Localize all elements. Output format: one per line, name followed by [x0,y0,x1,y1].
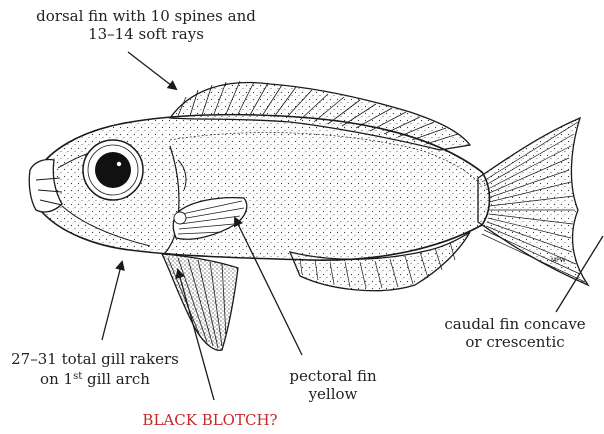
gill-label-superscript: st [73,371,82,382]
gill-arrow [102,262,122,340]
gill-label-line2: on 1st gill arch [0,368,190,388]
gill-label-line2-post: gill arch [82,370,150,388]
pectoral-fin-label: pectoral fin yellow [268,367,398,403]
caudal-fin-label: caudal fin concave or crescentic [430,315,600,351]
gill-label-line2-pre: on 1 [40,370,73,388]
caudal-label-line2: or crescentic [430,333,600,351]
caudal-label-line1: caudal fin concave [430,315,600,333]
gill-rakers-label: 27–31 total gill rakers on 1st gill arch [0,350,190,388]
artist-signature: MPW [551,257,566,264]
dorsal-arrow [128,52,176,89]
dorsal-label-line2: 13–14 soft rays [0,25,292,43]
blotch-label-text: BLACK BLOTCH? [120,411,300,429]
pelvic-fin [162,254,238,350]
black-blotch-label: BLACK BLOTCH? [120,411,300,429]
pectoral-label-line1: pectoral fin [268,367,398,385]
dorsal-label-line1: dorsal fin with 10 spines and [0,7,292,25]
caudal-fin [478,118,588,285]
fish-eye [83,140,143,200]
dorsal-fin-label: dorsal fin with 10 spines and 13–14 soft… [0,7,292,43]
pectoral-label-line2: yellow [268,385,398,403]
gill-label-line1: 27–31 total gill rakers [0,350,190,368]
